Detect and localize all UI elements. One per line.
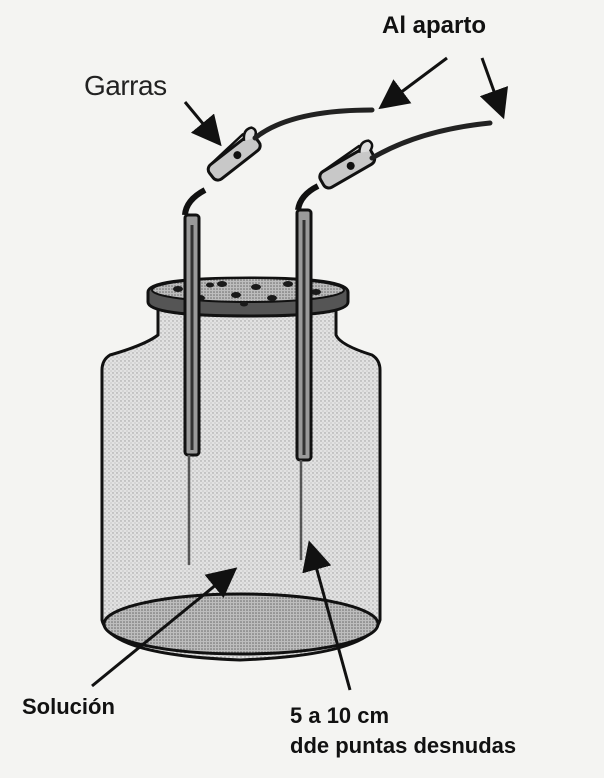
left-alligator-clip (206, 126, 262, 182)
left-lead-wire (252, 107, 375, 141)
label-solucion: Solución (22, 694, 115, 719)
right-electrode (295, 183, 320, 560)
solucion-arrow (91, 567, 238, 688)
right-lead-wire (369, 120, 493, 161)
label-garras: Garras (84, 70, 167, 101)
aparto-arrow-right (479, 57, 509, 120)
garras-arrow (183, 101, 222, 147)
label-puntas-desnudas: dde puntas desnudas (290, 733, 517, 758)
left-electrode (182, 187, 207, 565)
jar-bottom (102, 592, 380, 656)
label-al-aparto: Al aparto (382, 12, 487, 39)
label-longitud: 5 a 10 cm (290, 703, 390, 728)
aparto-arrow-left (378, 56, 448, 110)
bare-tip-arrow (302, 540, 352, 691)
right-alligator-clip (318, 139, 377, 190)
